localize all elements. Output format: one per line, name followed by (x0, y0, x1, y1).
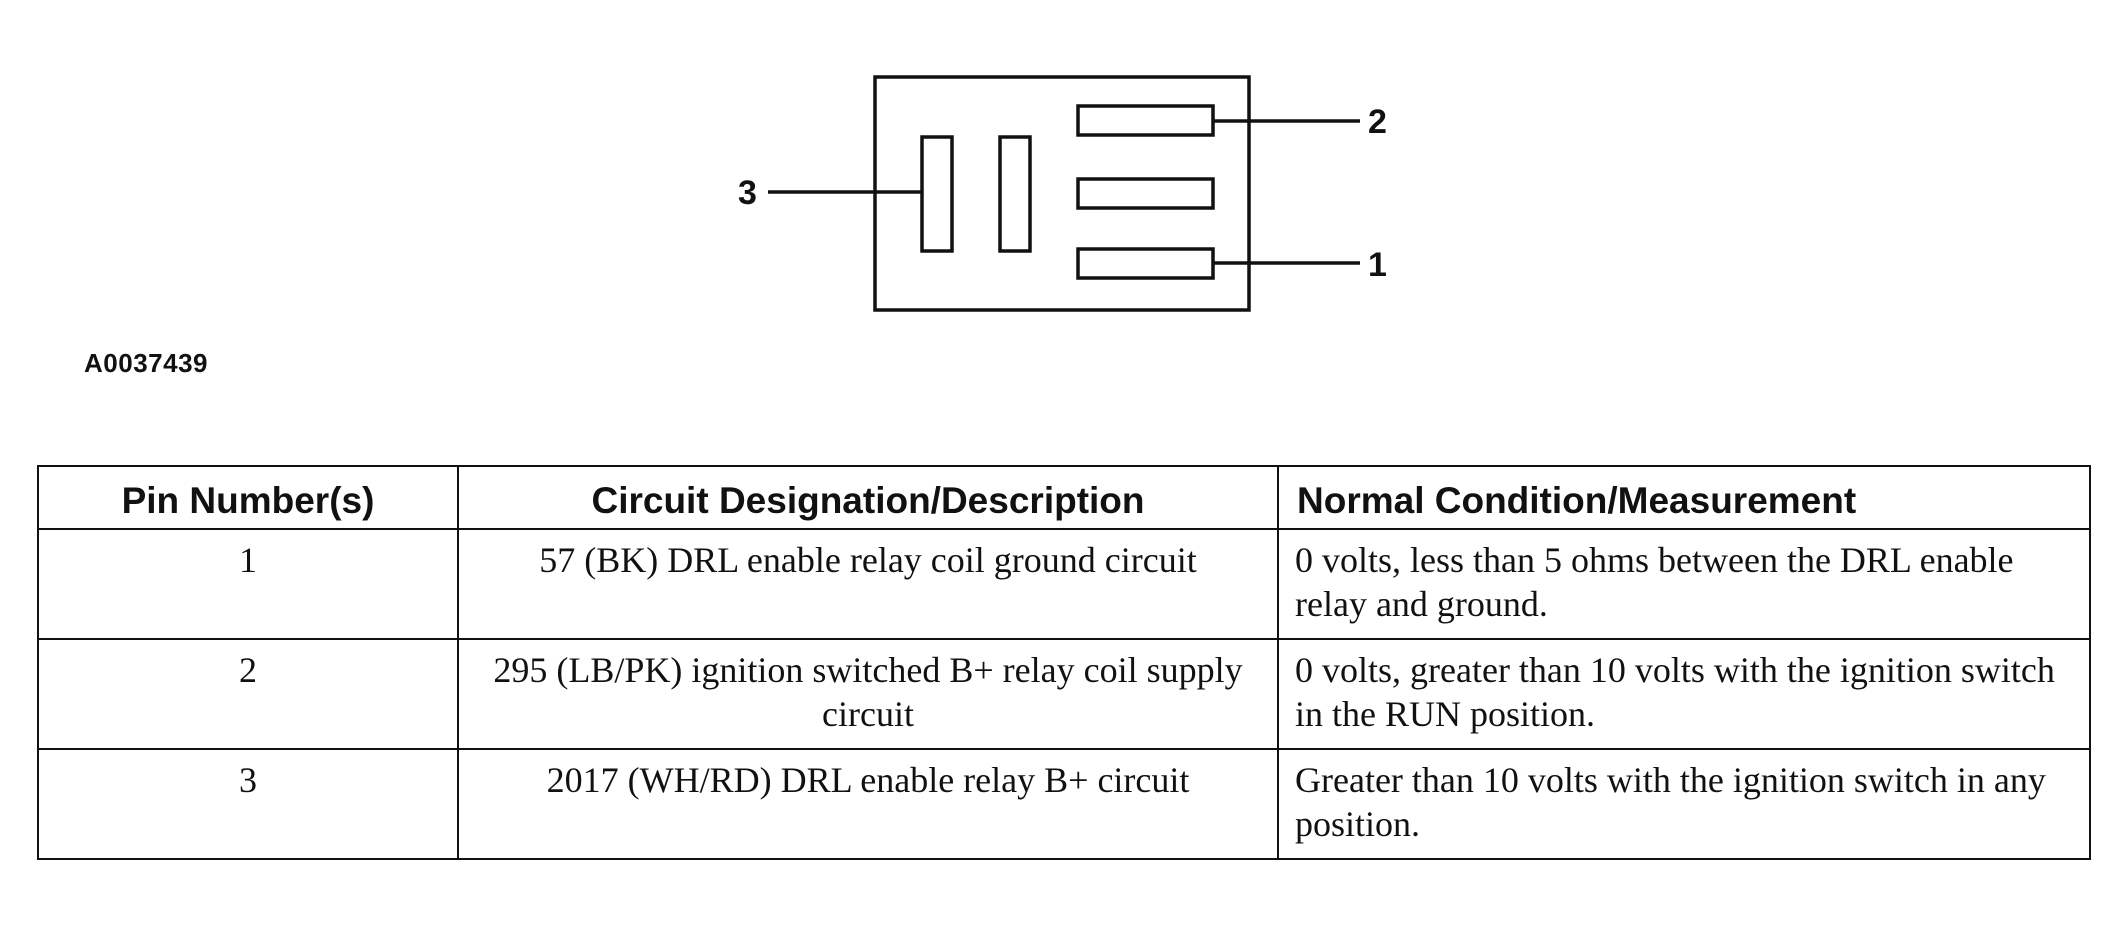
pin-label-2: 2 (1368, 103, 1387, 141)
pin-label-3: 3 (738, 174, 757, 212)
condition-cell: 0 volts, greater than 10 volts with the … (1277, 638, 2091, 750)
table-row: 2 295 (LB/PK) ignition switched B+ relay… (37, 638, 2091, 750)
condition-cell: 0 volts, less than 5 ohms between the DR… (1277, 528, 2091, 640)
terminal-middle (1076, 177, 1215, 210)
header-circuit: Circuit Designation/Description (457, 465, 1279, 530)
terminal-pin-3 (920, 135, 954, 253)
terminal-pin-1 (1076, 247, 1215, 280)
header-condition: Normal Condition/Measurement (1277, 465, 2091, 530)
pin-cell: 1 (37, 528, 459, 640)
pin-label-1: 1 (1368, 246, 1387, 284)
header-pin-number: Pin Number(s) (37, 465, 459, 530)
circuit-cell: 2017 (WH/RD) DRL enable relay B+ circuit (457, 748, 1279, 860)
connector-housing (873, 75, 1251, 312)
connector-drawing: 2 3 1 (738, 75, 1387, 312)
terminal-vertical-b (998, 135, 1032, 253)
pin-cell: 3 (37, 748, 459, 860)
connector-diagram: 2 3 1 (0, 0, 2124, 340)
figure-id: A0037439 (84, 348, 208, 378)
pin-cell: 2 (37, 638, 459, 750)
circuit-cell: 57 (BK) DRL enable relay coil ground cir… (457, 528, 1279, 640)
pinout-table: Pin Number(s) Circuit Designation/Descri… (37, 465, 2091, 860)
circuit-cell: 295 (LB/PK) ignition switched B+ relay c… (457, 638, 1279, 750)
terminal-pin-2 (1076, 104, 1215, 137)
table-row: 1 57 (BK) DRL enable relay coil ground c… (37, 528, 2091, 640)
table-header-row: Pin Number(s) Circuit Designation/Descri… (37, 465, 2091, 530)
condition-cell: Greater than 10 volts with the ignition … (1277, 748, 2091, 860)
table-row: 3 2017 (WH/RD) DRL enable relay B+ circu… (37, 748, 2091, 860)
